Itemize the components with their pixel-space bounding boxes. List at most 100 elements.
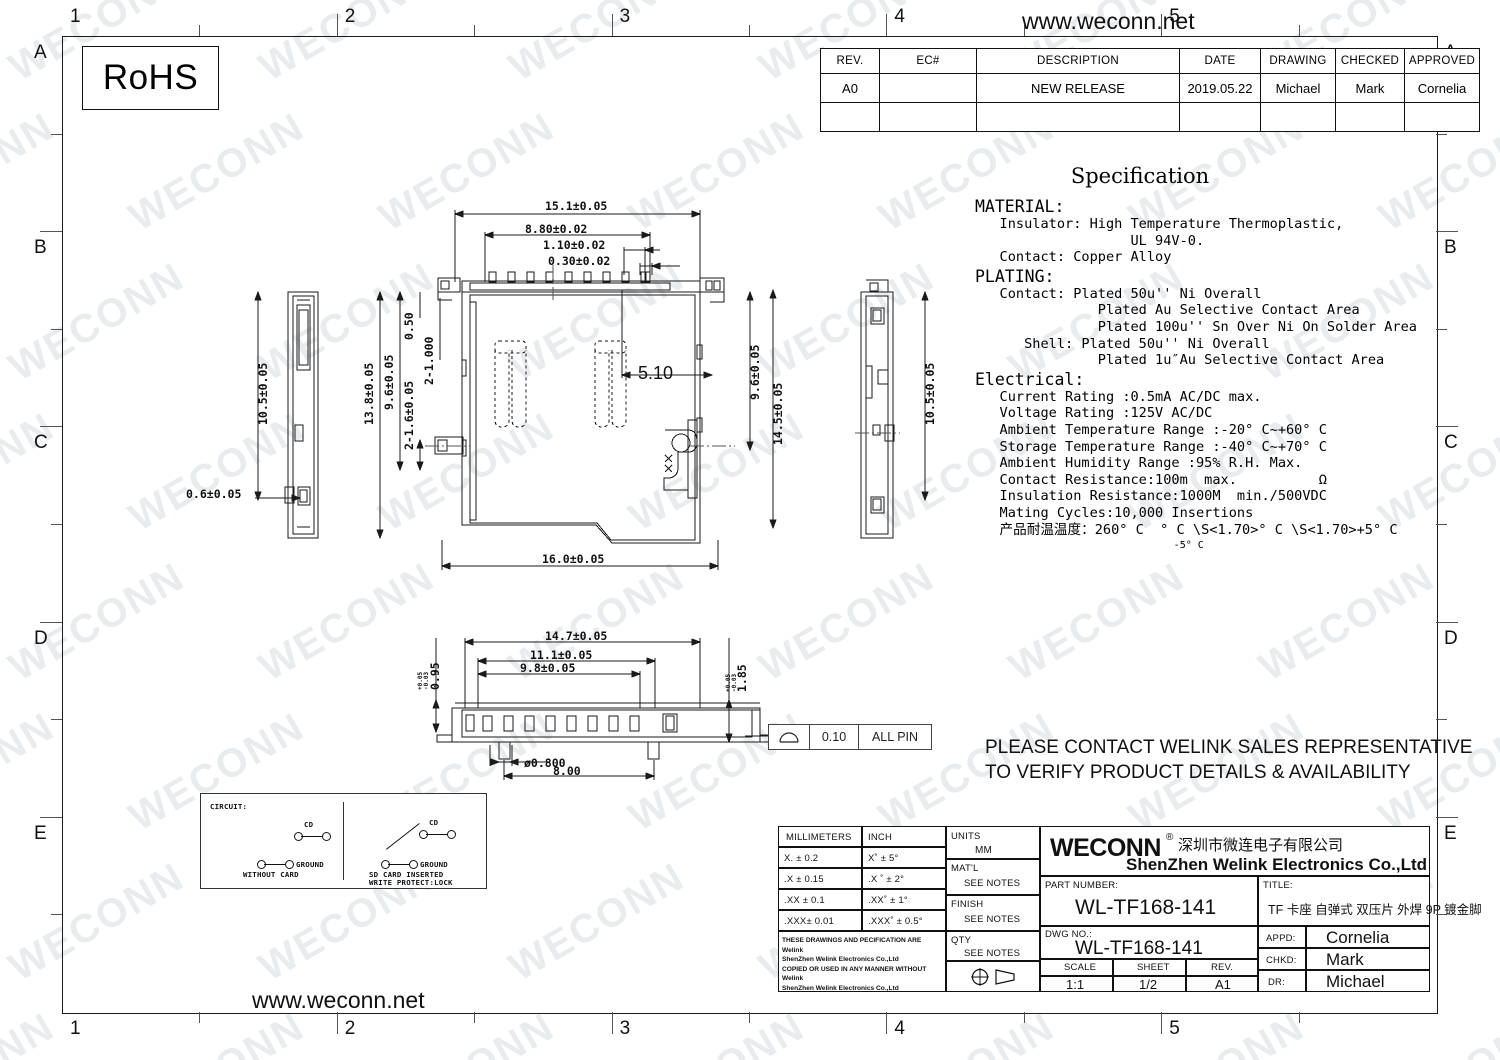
tol-mm-0: X. ± 0.2: [784, 853, 819, 864]
matl-value: SEE NOTES: [964, 878, 1021, 889]
tol-mm-1: .X ± 0.15: [784, 874, 824, 885]
circuit-wire: [388, 863, 412, 865]
checked-value: Mark: [1335, 73, 1405, 103]
drawing-value-empty: [1260, 102, 1336, 132]
circuit-node: [322, 832, 331, 841]
dwg-no-label: DWG NO.:: [1045, 929, 1092, 940]
part-number-label: PART NUMBER:: [1045, 880, 1119, 891]
dim-body-height-total: 13.8±0.05: [362, 362, 376, 425]
plating-line-3: Shell: Plated 50u'' Ni Overall: [975, 335, 1270, 352]
zone-tick: [1436, 133, 1447, 135]
rev-value: A1: [1215, 977, 1231, 992]
zone-tick: [474, 1012, 476, 1023]
rev-label: REV.: [1211, 962, 1234, 973]
dim-side-height: 10.5±0.05: [256, 362, 270, 425]
electrical-line-9: -5° C: [975, 540, 1204, 552]
plating-line-1: Plated Au Selective Contact Area: [975, 302, 1360, 319]
front-view: [436, 702, 779, 760]
sheet-value-cell: [1113, 976, 1186, 992]
electrical-line-5: Contact Resistance:100m max. Ω: [975, 471, 1327, 488]
electrical-line-0: Current Rating :0.5mA AC/DC max.: [975, 388, 1262, 405]
checked-col-header: CHECKED: [1335, 48, 1405, 74]
zone-tick: [1436, 328, 1447, 330]
title-cell: [1258, 876, 1430, 926]
circuit-node: [447, 830, 456, 839]
drawing-value: Michael: [1260, 73, 1336, 103]
zone-tick: [474, 25, 476, 36]
tol-inch-2: .XX˚ ± 1°: [868, 895, 908, 906]
date-value-empty: [1179, 102, 1261, 132]
dim-peg-pitch: 8.00: [553, 764, 581, 778]
appd-value: Cornelia: [1326, 928, 1390, 947]
zone-tick: [199, 25, 201, 36]
qty-label: QTY: [951, 935, 972, 946]
zone-tick: [1298, 25, 1300, 36]
company-en-name: ShenZhen Welink Electronics Co.,Ltd: [1126, 855, 1428, 874]
finish-cell: [946, 895, 1040, 931]
tol-cell: [862, 868, 946, 889]
circuit-cd-label-right: CD: [429, 818, 439, 827]
scale-value: 1:1: [1066, 977, 1085, 992]
zone-tick: [199, 1012, 201, 1023]
units-label: UNITS: [951, 831, 981, 842]
zone-tick: [336, 1012, 338, 1034]
tol-cell: [778, 847, 862, 868]
zone-label-A: A: [34, 42, 47, 63]
drawing-col-header: DRAWING: [1260, 48, 1336, 74]
plating-heading: PLATING:: [975, 266, 1055, 286]
left-side-view: [284, 291, 319, 539]
dim-overall-width: 15.1±0.05: [545, 199, 608, 213]
disclaimer-text: THESE DRAWINGS AND PECIFICATION ARE Weli…: [782, 936, 944, 994]
appd-label-cell: [1258, 926, 1306, 948]
zone-tick: [51, 524, 62, 525]
zone-tick: [886, 1012, 888, 1034]
approved-col-header: APPROVED: [1404, 48, 1480, 74]
dim-right-height-96: 9.6±0.05: [748, 344, 762, 400]
electrical-line-1: Voltage Rating :125V AC/DC: [975, 405, 1213, 422]
circuit-diagram-box: CIRCUIT: CD GROUND WITHOUT CARD CD GROUN…: [200, 793, 487, 889]
zone-tick: [1161, 14, 1163, 36]
approved-value-empty: [1404, 102, 1480, 132]
fcf-applies-to: ALL PIN: [871, 730, 919, 744]
rev-value: A0: [820, 73, 880, 103]
fcf-tolerance: 0.10: [810, 725, 859, 749]
tol-inch-3: .XXX˚ ± 0.5°: [868, 916, 923, 927]
zone-tick: [1023, 25, 1025, 36]
dwg-no-cell: [1040, 926, 1258, 959]
zone-tick: [611, 14, 613, 36]
zone-tick: [40, 231, 62, 233]
tol-col1-header-cell: [778, 826, 862, 847]
company-cn-name: 深圳市微连电子有限公司: [1178, 837, 1344, 854]
tol-inch-0: X˚ ± 5°: [868, 853, 899, 864]
circuit-ground-label-left: GROUND: [296, 860, 324, 869]
checked-value-empty: [1335, 102, 1405, 132]
circuit-wire: [426, 833, 450, 835]
dim-boss-dia-2x: 2-1.000: [422, 336, 436, 385]
desc-value-empty: [976, 102, 1180, 132]
finish-value: SEE NOTES: [964, 914, 1021, 925]
dim-pin-field-width: 8.80±0.02: [525, 222, 588, 236]
electrical-line-6: Insulation Resistance:1000M min./500VDC: [975, 488, 1327, 505]
electrical-line-2: Ambient Temperature Range :-20° C~+60° C: [975, 421, 1327, 438]
zone-tick: [1023, 1012, 1025, 1023]
profile-of-surface-icon: [769, 725, 810, 749]
scale-label: SCALE: [1064, 962, 1097, 973]
drawing-frame-border: [62, 36, 1438, 1014]
zone-tick: [611, 1012, 613, 1034]
tol-col2-header: INCH: [868, 832, 893, 843]
disclaimer-line-0: THESE DRAWINGS AND PECIFICATION ARE Weli…: [782, 937, 922, 954]
zone-label-C: C: [34, 432, 48, 454]
desc-value: NEW RELEASE: [976, 73, 1180, 103]
specification-title: Specification: [1070, 164, 1210, 188]
zone-tick: [1161, 1012, 1163, 1034]
electrical-line-7: Mating Cycles:10,000 Insertions: [975, 504, 1254, 521]
tol-mm-2: .XX ± 0.1: [784, 895, 825, 906]
circuit-divider: [343, 802, 345, 880]
zone-label-4: 4: [894, 1018, 905, 1039]
rohs-badge: RoHS: [82, 46, 219, 110]
rev-value-cell: [1186, 976, 1258, 992]
zone-label-3: 3: [619, 6, 631, 27]
material-line-2: Contact: Copper Alloy: [975, 249, 1172, 266]
top-url: www.weconn.net: [1022, 8, 1195, 34]
tol-cell: [778, 910, 862, 931]
